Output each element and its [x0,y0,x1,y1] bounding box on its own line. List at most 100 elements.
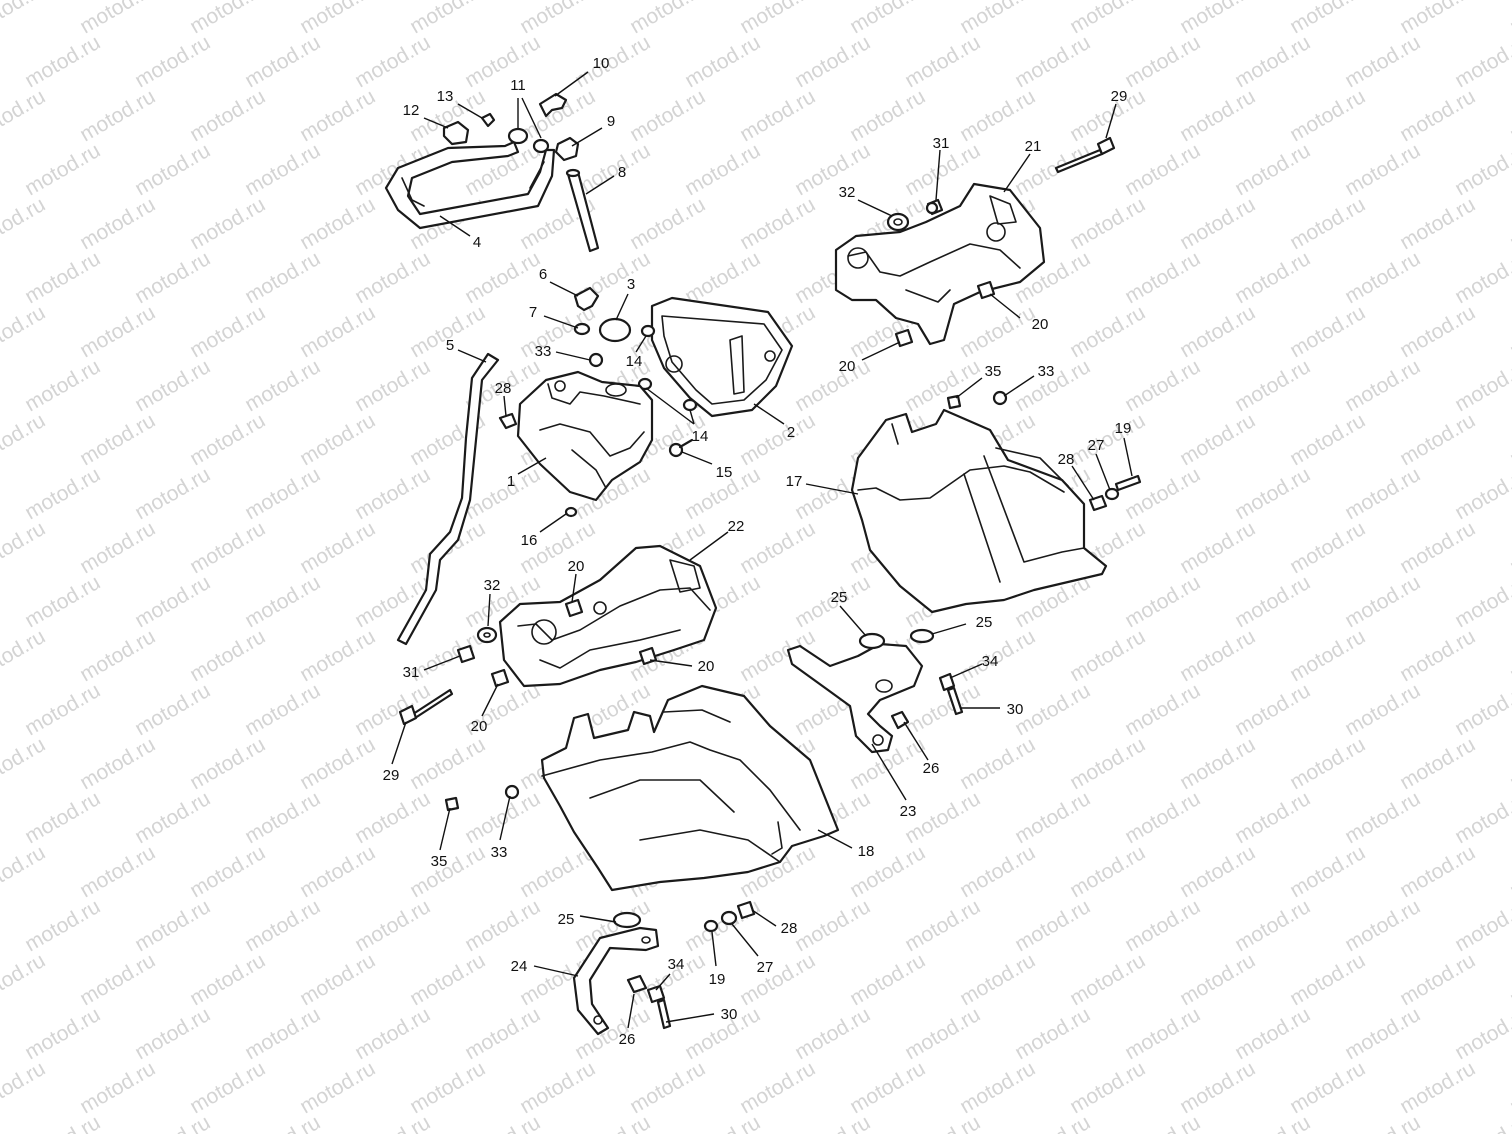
watermark-text: motod.ru [241,895,324,956]
leader-20c [571,573,577,603]
leader-6 [549,281,579,297]
watermark-text: motod.ru [241,139,324,200]
leader-20d [649,659,693,667]
watermark-text: motod.ru [76,949,159,1010]
leader-34b [655,973,671,991]
watermark-text: motod.ru [1231,355,1314,416]
watermark-text: motod.ru [626,1057,709,1118]
watermark-text: motod.ru [736,949,819,1010]
leader-34a [949,663,983,679]
part-3-cap [598,317,632,343]
callout-12: 12 [403,102,420,119]
watermark-text: motod.ru [956,301,1039,362]
watermark-text: motod.ru [1066,841,1149,902]
watermark-text: motod.ru [21,679,104,740]
watermark-text: motod.ru [351,1111,434,1134]
watermark-text: motod.ru [131,895,214,956]
watermark-text: motod.ru [131,247,214,308]
watermark-text: motod.ru [1176,1057,1259,1118]
watermark-text: motod.ru [186,1057,269,1118]
watermark-text: motod.ru [1176,301,1259,362]
part-23-stay [786,642,924,754]
watermark-text: motod.ru [1176,193,1259,254]
callout-32b: 32 [484,577,501,594]
callout-26b: 26 [619,1031,636,1048]
watermark-text: motod.ru [21,355,104,416]
callout-6: 6 [539,266,547,283]
watermark-text: motod.ru [1231,247,1314,308]
part-20-clips-b [490,598,658,688]
watermark-text: motod.ru [901,31,984,92]
parts-layer [384,92,1142,1036]
watermark-text: motod.ru [901,895,984,956]
leader-35a [955,377,983,399]
watermark-text: motod.ru [846,949,929,1010]
leader-33c [499,795,511,841]
callout-1: 1 [507,473,515,490]
watermark-text: motod.ru [1286,1057,1369,1118]
watermark-text: motod.ru [1286,733,1369,794]
watermark-text: motod.ru [21,463,104,524]
callout-20c: 20 [568,558,585,575]
leader-13 [457,103,483,119]
watermark-text: motod.ru [1506,841,1512,902]
watermark-text: motod.ru [1286,949,1369,1010]
watermark-text: motod.ru [791,31,874,92]
watermark-text: motod.ru [21,31,104,92]
watermark-text: motod.ru [626,193,709,254]
watermark-text: motod.ru [461,1003,544,1064]
watermark-text: motod.ru [1176,841,1259,902]
watermark-text: motod.ru [1451,679,1512,740]
watermark-text: motod.ru [131,1111,214,1134]
watermark-text: motod.ru [241,571,324,632]
watermark-text: motod.ru [1451,787,1512,848]
callout-28b: 28 [1058,451,1075,468]
watermark-text: motod.ru [0,193,49,254]
callout-14a: 14 [626,353,643,370]
watermark-text: motod.ru [1506,625,1512,686]
watermark-text: motod.ru [1066,193,1149,254]
watermark-text: motod.ru [0,949,49,1010]
leader-7 [543,315,579,329]
leader-26b [627,993,635,1029]
watermark-text: motod.ru [791,1111,874,1134]
part-29-long-bolt-a [1054,136,1116,174]
leader-16 [539,513,567,533]
callout-29a: 29 [1111,88,1128,105]
watermark-text: motod.ru [1121,139,1204,200]
watermark-text: motod.ru [1286,409,1369,470]
watermark-text: motod.ru [1231,895,1314,956]
callout-20a: 20 [1032,316,1049,333]
leader-1 [517,457,547,475]
callout-3: 3 [627,276,635,293]
part-32-washer-b [476,626,498,644]
part-30-bolt-a [946,686,964,716]
watermark-text: motod.ru [736,85,819,146]
part-27-washer-a [1104,487,1120,501]
watermark-text: motod.ru [351,1003,434,1064]
watermark-text: motod.ru [1286,193,1369,254]
callout-31a: 31 [933,135,950,152]
part-32-washer-a [886,212,910,232]
watermark-text: motod.ru [21,1111,104,1134]
watermark-text: motod.ru [901,1111,984,1134]
watermark-text: motod.ru [1231,571,1314,632]
watermark-text: motod.ru [0,409,49,470]
part-22-bracket [498,544,718,688]
watermark-text: motod.ru [956,1057,1039,1118]
watermark-text: motod.ru [241,31,324,92]
part-28-nut-c [736,900,756,920]
callout-33a: 33 [535,343,552,360]
watermark-text: motod.ru [131,571,214,632]
watermark-text: motod.ru [1286,517,1369,578]
watermark-text: motod.ru [1341,463,1424,524]
leader-29b [391,721,407,765]
watermark-text: motod.ru [956,949,1039,1010]
watermark-text: motod.ru [296,733,379,794]
watermark-text: motod.ru [351,355,434,416]
callout-25c: 25 [558,911,575,928]
callout-13: 13 [437,88,454,105]
callout-9: 9 [607,113,615,130]
watermark-text: motod.ru [626,85,709,146]
